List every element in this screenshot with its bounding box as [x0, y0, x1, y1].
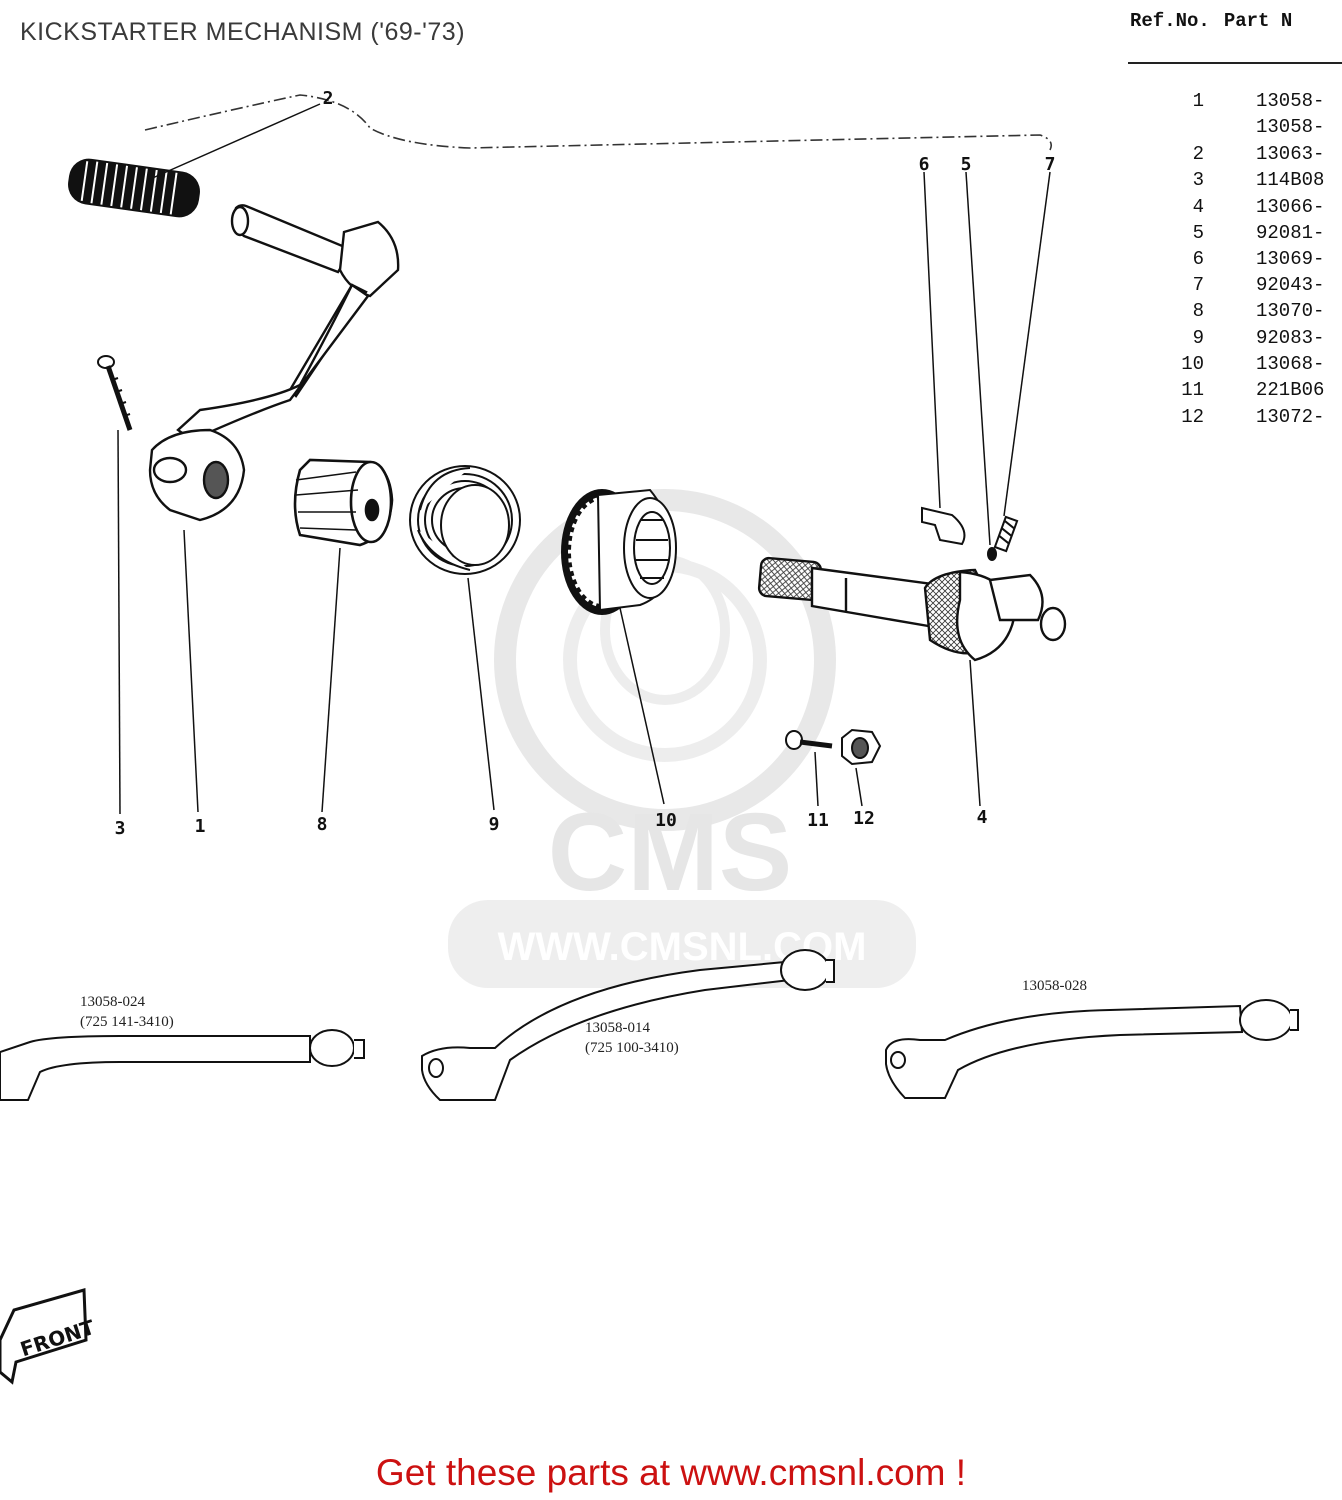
table-row: 10 13068- [1128, 353, 1342, 379]
group-bracket-line [144, 94, 1053, 151]
small-spring [993, 515, 1019, 553]
kick-pedal-arm [148, 204, 400, 522]
exploded-diagram: CMS WWW.CMSNL.COM [0, 88, 1299, 1385]
row-ref: 6 [1192, 248, 1204, 270]
table-row: 4 13066- [1128, 196, 1342, 222]
row-ref: 10 [1181, 353, 1204, 375]
row-part: 13070- [1256, 300, 1325, 322]
row-part: 92081- [1256, 222, 1325, 244]
row-part: 13072- [1256, 406, 1325, 428]
variant-1-part: 13058-024 [80, 994, 145, 1010]
table-row: 5 92081- [1128, 222, 1342, 248]
variant-2-part: 13058-014 [585, 1020, 650, 1036]
row-ref: 3 [1192, 169, 1204, 191]
variant-3-part: 13058-028 [1022, 978, 1087, 994]
gear-nut [841, 728, 882, 766]
callout-5: 5 [961, 154, 972, 175]
row-ref: 1 [1192, 90, 1204, 112]
variant-pedal-028 [885, 999, 1299, 1099]
table-row: 12 13072- [1128, 406, 1342, 432]
callout-10: 10 [655, 810, 677, 831]
row-ref: 7 [1192, 274, 1204, 296]
footer-promo-text: Get these parts at www.cmsnl.com ! [375, 1452, 967, 1493]
watermark-brand: CMS [548, 791, 792, 914]
row-ref: 8 [1192, 300, 1204, 322]
variant-1-code: (725 141-3410) [80, 1014, 174, 1030]
callout-6: 6 [919, 154, 930, 175]
kick-gear [561, 488, 677, 615]
callout-11: 11 [807, 810, 829, 831]
header-ref: Ref.No. [1130, 10, 1210, 32]
row-part: 92083- [1256, 327, 1325, 349]
ratchet-pawl [921, 506, 966, 546]
callout-12: 12 [853, 808, 875, 829]
steel-ball [987, 547, 997, 561]
row-part: 13066- [1256, 196, 1325, 218]
row-part: 13068- [1256, 353, 1325, 375]
row-ref: 2 [1192, 143, 1204, 165]
table-row: 8 13070- [1128, 300, 1342, 326]
table-row: 1 13058- [1128, 90, 1342, 116]
callout-9: 9 [489, 814, 500, 835]
callout-2: 2 [323, 88, 334, 109]
callout-8: 8 [317, 814, 328, 835]
header-rule [1128, 62, 1342, 64]
row-part: 221B06 [1256, 379, 1325, 401]
row-ref: 4 [1192, 196, 1204, 218]
row-ref: 5 [1192, 222, 1204, 244]
header-part: Part N [1223, 10, 1293, 32]
table-row: 7 92043- [1128, 274, 1342, 300]
pedal-bolt [97, 355, 133, 431]
variant-pedal-024 [0, 1029, 365, 1101]
row-part: 92043- [1256, 274, 1325, 296]
kick-spring [409, 465, 521, 575]
table-row: 3 114B08 [1128, 169, 1342, 195]
row-ref: 9 [1192, 327, 1204, 349]
kick-grip-rubber [68, 158, 200, 218]
table-row: 2 13063- [1128, 143, 1342, 169]
row-part: 13058- [1256, 90, 1325, 112]
row-ref: 11 [1181, 379, 1204, 401]
gear-bolt [785, 730, 833, 750]
row-ref: 12 [1181, 406, 1204, 428]
spring-guide [293, 458, 394, 547]
callout-1: 1 [195, 816, 206, 837]
variant-2-code: (725 100-3410) [585, 1040, 679, 1056]
row-part: 13069- [1256, 248, 1325, 270]
callout-7: 7 [1045, 154, 1056, 175]
row-part: 114B08 [1256, 169, 1325, 191]
table-header: Ref.No. Part N [1130, 10, 1306, 32]
table-row: 9 92083- [1128, 327, 1342, 353]
row-part: 13058- [1256, 116, 1325, 138]
kick-shaft [757, 556, 1067, 662]
cms-watermark-logo: CMS WWW.CMSNL.COM [448, 489, 916, 988]
variant-pedal-014 [421, 949, 835, 1101]
row-part: 13063- [1256, 143, 1325, 165]
table-row: 6 13069- [1128, 248, 1342, 274]
callout-3: 3 [115, 818, 126, 839]
table-row: 11 221B06 [1128, 379, 1342, 405]
front-arrow-icon: FRONT [0, 1288, 98, 1385]
leader-lines [117, 103, 1051, 815]
table-row: 13058- [1128, 116, 1342, 142]
diagram-title: KICKSTARTER MECHANISM ('69-'73) [20, 18, 466, 46]
callout-4: 4 [977, 807, 988, 828]
